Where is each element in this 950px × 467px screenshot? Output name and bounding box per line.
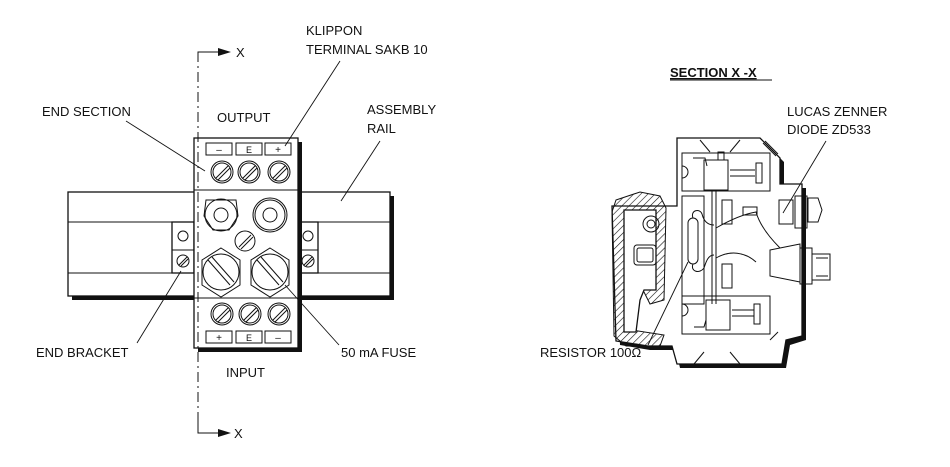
output-screws [210, 160, 291, 184]
arrow-right-icon [218, 48, 231, 56]
output-terminal-plus: + [275, 145, 281, 156]
screw-icon [237, 160, 261, 184]
input-terminal-earth: E [246, 333, 252, 343]
screw-icon [234, 230, 256, 252]
label-input: INPUT [226, 365, 265, 380]
output-terminal-labels: – E + [205, 142, 292, 156]
label-klippon-line1: KLIPPON [306, 23, 362, 38]
label-end-bracket: END BRACKET [36, 345, 129, 360]
screw-icon [267, 160, 291, 184]
label-output: OUTPUT [217, 110, 271, 125]
label-zener-line1: LUCAS ZENNER [787, 104, 887, 119]
input-screws [210, 302, 291, 326]
label-zener-line2: DIODE ZD533 [787, 122, 871, 137]
screw-icon [210, 160, 234, 184]
label-50ma-fuse: 50 mA FUSE [341, 345, 416, 360]
label-resistor: RESISTOR 100Ω [540, 345, 642, 360]
hex-nut-icon [203, 198, 239, 232]
label-end-section: END SECTION [42, 104, 131, 119]
label-assembly-rail-line2: RAIL [367, 121, 396, 136]
screw-icon [210, 302, 234, 326]
screw-icon [267, 302, 291, 326]
section-marker-bottom: X [234, 426, 243, 441]
section-marker-top: X [236, 45, 245, 60]
section-title: SECTION X -X [670, 65, 757, 80]
section-cut-line: X X [197, 45, 245, 441]
output-terminal-earth: E [246, 145, 252, 155]
input-terminal-minus: – [275, 333, 281, 344]
hex-nut-icon [252, 197, 288, 233]
fuse-holder-icon [201, 247, 241, 298]
fuse-holder-icon [250, 247, 290, 298]
screw-icon [238, 302, 262, 326]
section-body [611, 137, 831, 368]
output-terminal-minus: – [216, 145, 222, 156]
arrow-right-icon [218, 429, 231, 437]
zener-diode-icon [778, 199, 794, 225]
end-bracket-left [171, 221, 195, 274]
label-assembly-rail-line1: ASSEMBLY [367, 102, 436, 117]
label-klippon-line2: TERMINAL SAKB 10 [306, 42, 428, 57]
input-terminal-labels: + E – [205, 330, 292, 344]
input-terminal-plus: + [216, 333, 222, 344]
